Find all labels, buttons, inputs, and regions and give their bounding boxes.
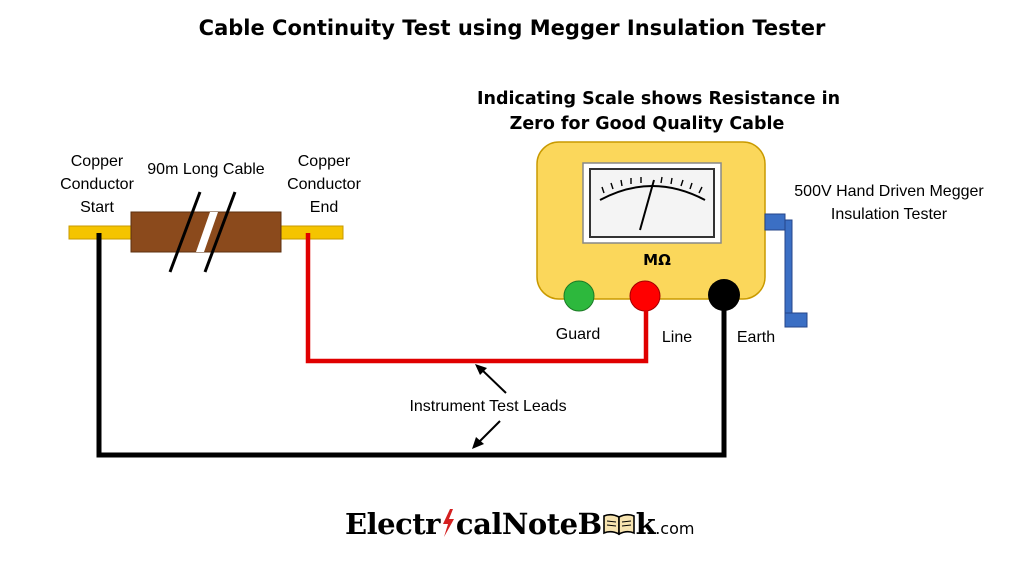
- open-book-icon: [602, 509, 636, 543]
- copper-end-label-line2: Conductor: [287, 176, 361, 193]
- copper-start-label-line2: Conductor: [60, 176, 134, 193]
- logo-text-part3: k: [635, 507, 656, 541]
- meter-scale-ticks: [601, 176, 703, 194]
- earth-label: Earth: [736, 329, 776, 346]
- line-label: Line: [661, 329, 693, 346]
- tester-label: 500V Hand Driven Megger Insulation Teste…: [779, 180, 999, 226]
- black-test-lead: [96, 233, 727, 458]
- leads-arrow-down: [472, 420, 501, 449]
- meter-inner-frame: [589, 168, 715, 238]
- copper-conductor-end: [278, 225, 344, 240]
- cable-break-mark-left: [168, 191, 202, 273]
- earth-terminal: [708, 279, 740, 311]
- tester-label-line2: Insulation Tester: [830, 206, 948, 223]
- guard-terminal: [563, 280, 595, 312]
- logo-text-part1: Electr: [345, 507, 440, 541]
- cable-label: 90m Long Cable: [147, 161, 265, 178]
- copper-end-label-line3: End: [309, 199, 339, 216]
- scale-note-line2: Zero for Good Quality Cable: [509, 114, 785, 134]
- copper-start-label-line3: Start: [80, 199, 114, 216]
- crank-handle: [784, 312, 808, 328]
- tester-label-line1: 500V Hand Driven Megger: [794, 183, 984, 200]
- electricalnotebook-logo: Electr calNoteB k.com: [345, 507, 694, 545]
- leads-arrow-up: [475, 364, 507, 394]
- line-terminal: [629, 280, 661, 312]
- guard-label: Guard: [555, 326, 601, 343]
- logo-text-part2: calNoteB: [455, 507, 602, 541]
- copper-start-label-line1: Copper: [70, 153, 124, 170]
- logo-suffix: .com: [655, 519, 695, 538]
- cable-break-mark-right: [203, 191, 237, 273]
- red-test-lead: [305, 233, 649, 364]
- scale-note-line1: Indicating Scale shows Resistance in: [477, 89, 841, 109]
- copper-end-label: Copper Conductor End: [269, 150, 379, 219]
- copper-end-label-line1: Copper: [297, 153, 351, 170]
- cable-break-gap: [196, 212, 218, 252]
- lightning-bolt-icon: [440, 508, 456, 545]
- megohm-unit-label: MΩ: [643, 251, 671, 269]
- diagram-title: Cable Continuity Test using Megger Insul…: [198, 16, 826, 40]
- test-leads-label: Instrument Test Leads: [409, 398, 567, 415]
- copper-start-label: Copper Conductor Start: [42, 150, 152, 219]
- scale-note-label: Indicating Scale shows Resistance in Zer…: [477, 87, 841, 137]
- crank-arm: [784, 219, 793, 327]
- meter-needle: [639, 179, 655, 231]
